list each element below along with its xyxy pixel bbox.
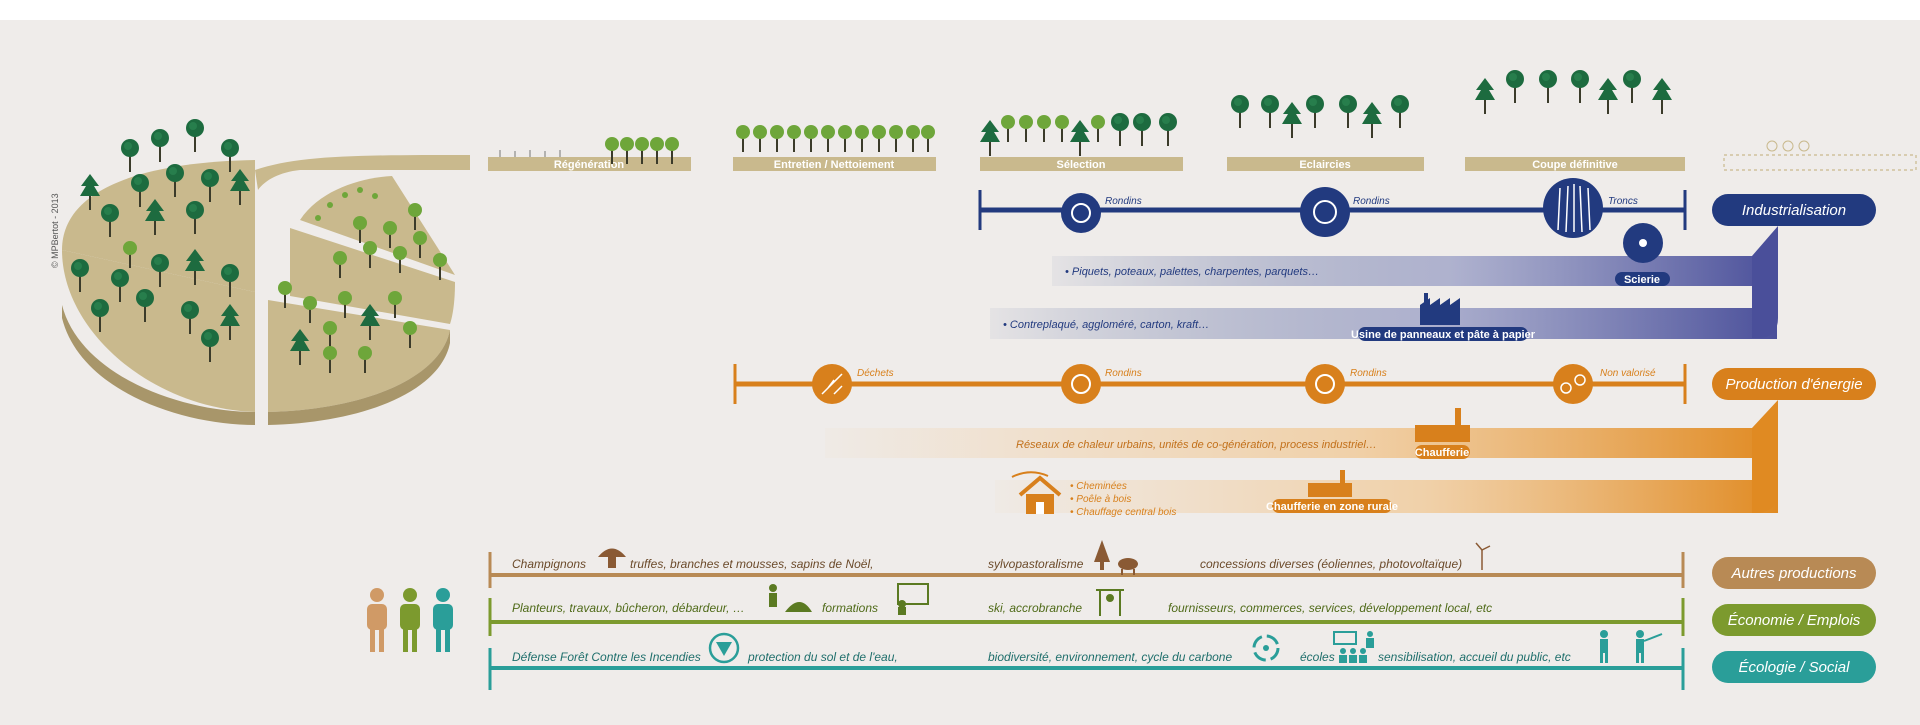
fire-defense-icon <box>708 632 740 664</box>
stage-bar: Régénération <box>488 137 691 171</box>
other-productions-row: Champignons truffes, branches et mousses… <box>488 540 1876 589</box>
row-text: Champignons <box>512 557 586 571</box>
energy-band2-item: • Cheminées <box>1070 481 1127 492</box>
log-end-icon <box>1300 187 1350 237</box>
ecology-pill <box>1712 651 1876 683</box>
hiker-icon <box>1600 630 1608 663</box>
industrialisation-node-label: Rondins <box>1105 196 1142 207</box>
energy-node-label: Rondins <box>1105 368 1142 379</box>
energy-band2-item: • Poêle à bois <box>1070 494 1131 505</box>
other-productions-pill <box>1712 557 1876 589</box>
log-end-icon <box>1061 364 1101 404</box>
row-text: écoles <box>1300 650 1335 664</box>
panel-factory-badge: Usine de panneaux et pâte à papier <box>1351 329 1536 341</box>
ecology-row: Défense Forêt Contre les Incendies prote… <box>488 630 1876 690</box>
industrialisation-node-label: Troncs <box>1608 196 1638 207</box>
row-text: sensibilisation, accueil du public, etc <box>1378 650 1571 664</box>
worker-icon <box>769 584 812 612</box>
row-text: ski, accrobranche <box>988 601 1082 615</box>
industrialisation-band2-text: • Contreplaqué, aggloméré, carton, kraft… <box>1003 319 1209 331</box>
hunter-icon <box>1636 630 1663 663</box>
rural-boiler-badge: Chaufferie en zone rurale <box>1266 501 1398 513</box>
sawmill-badge: Scierie <box>1624 274 1660 286</box>
stage-bar: Sélection <box>980 113 1183 171</box>
economy-pill <box>1712 604 1876 636</box>
rural-boiler-icon <box>1308 470 1352 497</box>
stage-label: Régénération <box>554 159 625 171</box>
carbon-cycle-icon <box>1252 634 1280 662</box>
logs-icon <box>1553 364 1593 404</box>
industrialisation-pill <box>1712 194 1876 226</box>
energy-pill <box>1712 368 1876 400</box>
row-text: sylvopastoralisme <box>988 557 1084 571</box>
industrialisation-title: Industrialisation <box>1742 202 1846 219</box>
training-board-icon <box>897 583 929 615</box>
stage-label: Entretien / Nettoiement <box>774 159 895 171</box>
row-text: fournisseurs, commerces, services, dével… <box>1168 601 1492 615</box>
stage-bar: Eclaircies <box>1227 95 1424 171</box>
industrialisation-band1-text: • Piquets, poteaux, palettes, charpentes… <box>1065 266 1319 278</box>
future-stage-placeholder <box>1723 154 1917 171</box>
row-text: Planteurs, travaux, bûcheron, débardeur,… <box>512 601 745 615</box>
forest-pie-illustration <box>62 119 470 425</box>
energy-band1-text: Réseaux de chaleur urbains, unités de co… <box>1016 439 1377 451</box>
economy-row: Planteurs, travaux, bûcheron, débardeur,… <box>488 583 1876 636</box>
factory-icon <box>1420 293 1460 325</box>
energy-title: Production d'énergie <box>1725 376 1862 393</box>
energy-band2-item: • Chauffage central bois <box>1070 507 1176 518</box>
boiler-plant-icon <box>1415 408 1470 442</box>
energy-node-label: Non valorisé <box>1600 368 1656 379</box>
industrialisation-node-label: Rondins <box>1353 196 1390 207</box>
energy-node-label: Déchets <box>857 368 894 379</box>
school-icon <box>1333 631 1374 663</box>
other-productions-title: Autres productions <box>1730 565 1857 582</box>
stage-bar: Entretien / Nettoiement <box>733 125 936 171</box>
energy-section: Déchets Rondins Rondins Non valorisé Rés… <box>733 364 1876 518</box>
trunk-icon <box>1543 178 1603 238</box>
house-icon <box>1011 471 1062 514</box>
row-text: biodiversité, environnement, cycle du ca… <box>988 650 1232 664</box>
economy-title: Économie / Emplois <box>1728 612 1861 629</box>
stage-label: Coupe définitive <box>1532 159 1618 171</box>
treetop-course-icon <box>1096 589 1124 616</box>
tree-sheep-icon <box>1094 540 1138 575</box>
row-text: concessions diverses (éoliennes, photovo… <box>1200 557 1462 571</box>
row-text: formations <box>822 601 878 615</box>
mushroom-icon <box>598 548 626 568</box>
row-text: protection du sol et de l'eau, <box>747 650 898 664</box>
stage-label: Eclaircies <box>1299 159 1350 171</box>
log-end-icon <box>1061 193 1101 233</box>
energy-node-label: Rondins <box>1350 368 1387 379</box>
log-end-icon <box>1305 364 1345 404</box>
row-text: truffes, branches et mousses, sapins de … <box>630 557 873 571</box>
boiler-badge: Chaufferie <box>1415 447 1469 459</box>
ecology-title: Écologie / Social <box>1739 659 1851 676</box>
row-text: Défense Forêt Contre les Incendies <box>512 650 701 664</box>
industrialisation-section: Rondins Rondins Troncs • Piquets, poteau… <box>978 178 1876 341</box>
copyright-text: © MPBertot - 2013 <box>50 193 60 268</box>
stage-label: Sélection <box>1057 159 1106 171</box>
stage-bar: Coupe définitive <box>1465 70 1685 171</box>
wind-turbine-icon <box>1475 542 1491 570</box>
